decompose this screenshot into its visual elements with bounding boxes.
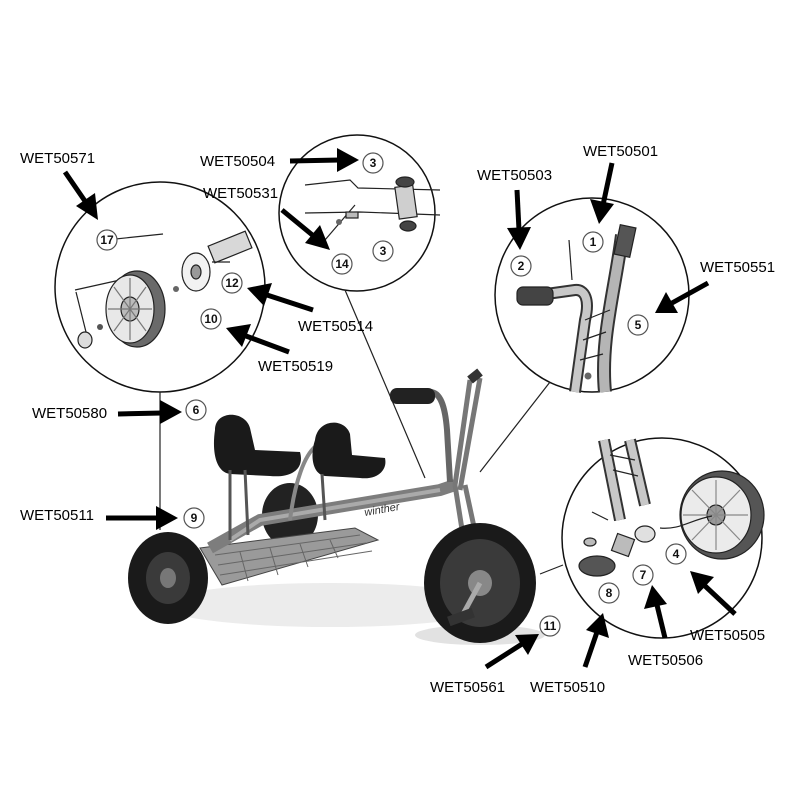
label-wet50561: WET50561	[430, 679, 505, 696]
svg-text:17: 17	[100, 233, 114, 247]
label-wet50506: WET50506	[628, 652, 703, 669]
arrow-50504	[289, 148, 359, 172]
svg-text:4: 4	[673, 547, 680, 561]
svg-text:14: 14	[335, 257, 349, 271]
svg-text:6: 6	[193, 403, 200, 417]
svg-text:11: 11	[544, 619, 557, 633]
front-wheel-detail	[578, 438, 765, 577]
part-number-17: 17	[96, 229, 118, 251]
arrow-50580	[117, 400, 182, 424]
arrow-50506	[644, 585, 668, 639]
tricycle-illustration: winther	[128, 368, 545, 645]
svg-text:3: 3	[370, 156, 377, 170]
handlebar-detail	[516, 223, 637, 393]
label-wet50519: WET50519	[258, 358, 333, 375]
part-number-4: 4	[665, 543, 687, 565]
part-number-5: 5	[627, 314, 649, 336]
svg-text:10: 10	[204, 312, 218, 326]
arrow-50551	[655, 280, 710, 313]
leader-line-seatpost	[344, 289, 426, 479]
seat-rear	[213, 414, 301, 477]
part-number-9: 9	[183, 507, 205, 529]
svg-text:12: 12	[225, 276, 239, 290]
part-number-11: 11	[539, 615, 561, 637]
arrow-50561	[484, 634, 539, 670]
part-number-6: 6	[185, 399, 207, 421]
svg-text:3: 3	[380, 244, 387, 258]
arrow-50531	[280, 208, 330, 250]
part-number-2: 2	[510, 255, 532, 277]
pedal	[447, 607, 475, 627]
arrow-50510	[582, 613, 609, 668]
rear-wheel-detail	[74, 230, 253, 349]
arrow-50503	[507, 189, 531, 250]
label-wet50571: WET50571	[20, 150, 95, 167]
part-number-3b: 3	[372, 240, 394, 262]
part-number-12: 12	[221, 272, 243, 294]
part-number-3a: 3	[362, 152, 384, 174]
arrow-50519	[226, 324, 290, 355]
svg-text:8: 8	[606, 586, 613, 600]
label-wet50503: WET50503	[477, 167, 552, 184]
arrow-50511	[106, 506, 178, 530]
part-number-1: 1	[582, 231, 604, 253]
svg-text:2: 2	[518, 259, 525, 273]
label-wet50531: WET50531	[203, 185, 278, 202]
part-number-14: 14	[331, 253, 353, 275]
svg-text:9: 9	[191, 511, 198, 525]
part-number-7: 7	[632, 564, 654, 586]
label-wet50511: WET50511	[20, 507, 94, 524]
part-number-8: 8	[598, 582, 620, 604]
leader-line-handlebar	[479, 381, 551, 473]
seat-front	[312, 422, 386, 479]
label-wet50514: WET50514	[298, 318, 373, 335]
svg-text:7: 7	[640, 568, 647, 582]
svg-text:5: 5	[635, 318, 642, 332]
label-wet50510: WET50510	[530, 679, 605, 696]
arrow-50514	[247, 283, 314, 313]
arrow-50501	[590, 162, 615, 224]
arrow-50505	[690, 571, 737, 616]
label-wet50580: WET50580	[32, 405, 107, 422]
label-wet50505: WET50505	[690, 627, 765, 644]
label-wet50551: WET50551	[700, 259, 775, 276]
seat-post-detail	[304, 176, 441, 241]
label-wet50501: WET50501	[583, 143, 658, 160]
svg-text:1: 1	[590, 235, 597, 249]
label-wet50504: WET50504	[200, 153, 275, 170]
handlebar-grip	[390, 388, 435, 404]
leader-line-front	[539, 564, 564, 575]
arrow-50571	[62, 170, 98, 220]
part-number-10: 10	[200, 308, 222, 330]
